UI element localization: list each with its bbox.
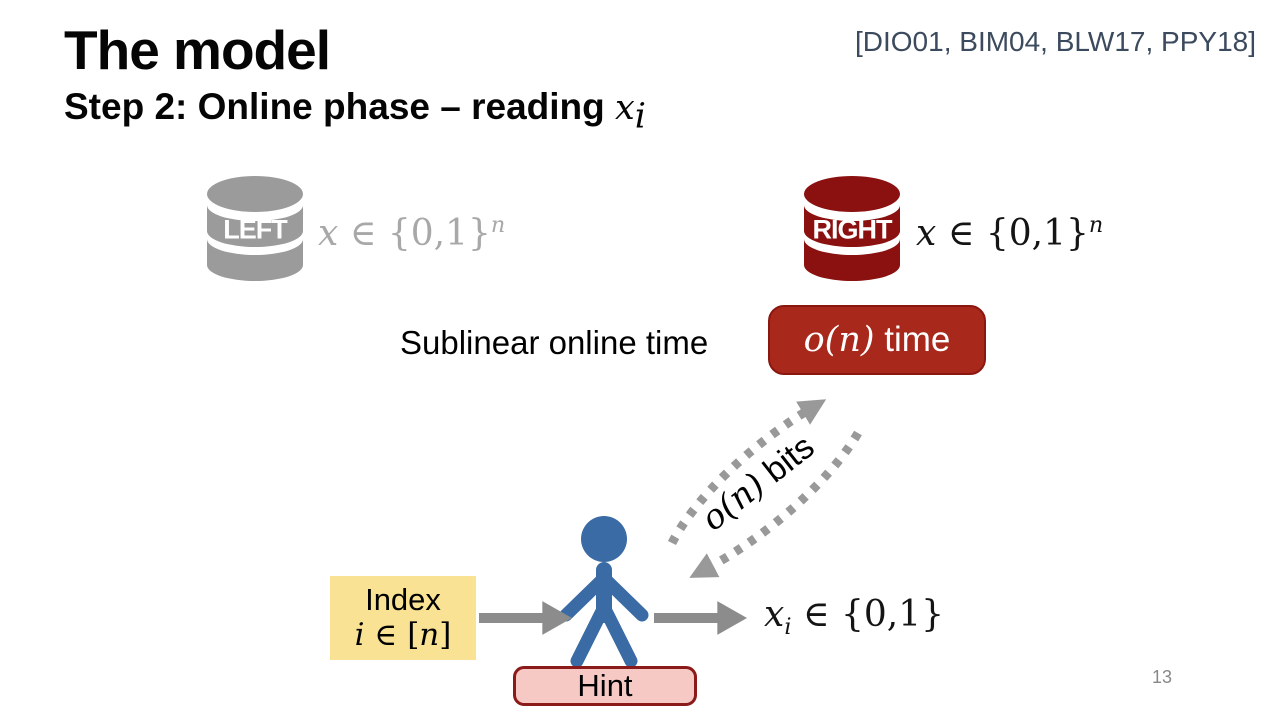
database-cylinder-icon <box>207 176 303 281</box>
page-title: The model <box>64 19 331 81</box>
right-db-value: x ∈ {0,1}n <box>916 212 1103 254</box>
dotted-double-arrow-icon <box>667 399 862 578</box>
subtitle-math-var: x <box>615 88 635 128</box>
output-set: ∈ {0,1} <box>791 594 945 635</box>
person-icon <box>559 516 649 666</box>
left-db-value: x ∈ {0,1}n <box>318 212 505 254</box>
output-var: x <box>764 594 785 635</box>
online-time-box: o(n) time <box>768 305 986 375</box>
left-db-math-exponent: n <box>490 212 506 238</box>
dotted-arrow-up <box>667 399 827 546</box>
left-db-math-set: ∈ {0,1} <box>338 213 491 254</box>
sublinear-caption: Sublinear online time <box>400 324 709 361</box>
page-subtitle: Step 2: Online phase – reading xi <box>64 86 646 136</box>
online-time-math: o(n) <box>803 320 875 360</box>
arrow-right-icon <box>479 601 573 635</box>
right-db-math-exponent: n <box>1088 212 1104 238</box>
arrow-right-icon <box>654 601 748 635</box>
left-db-math-var: x <box>318 213 339 254</box>
index-set-close: ] <box>439 617 452 653</box>
output-subscript: i <box>784 614 792 641</box>
hint-label: Hint <box>577 668 633 703</box>
page-number: 13 <box>1152 667 1173 687</box>
right-database-icon: RIGHT <box>802 174 902 288</box>
left-db-label: LEFT <box>223 214 287 245</box>
index-box-title: Index <box>365 582 441 618</box>
left-database-icon: LEFT <box>205 174 305 288</box>
index-set-open: ∈ [ <box>364 617 420 653</box>
index-box-math: i ∈ [n] <box>355 618 452 653</box>
citation-references: [DIO01, BIM04, BLW17, PPY18] <box>855 26 1256 57</box>
online-time-suffix: time <box>874 320 951 359</box>
dotted-arrow-down <box>689 430 862 578</box>
index-box: Index i ∈ [n] <box>330 576 476 660</box>
hint-box: Hint <box>513 666 697 706</box>
output-value: xi ∈ {0,1} <box>764 594 944 640</box>
right-db-math-set: ∈ {0,1} <box>936 213 1089 254</box>
index-n: n <box>419 617 440 653</box>
subtitle-math-subscript: i <box>634 96 646 137</box>
subtitle-text: Step 2: Online phase – reading <box>64 86 616 127</box>
right-db-math-var: x <box>916 213 937 254</box>
database-cylinder-icon <box>804 176 900 281</box>
right-db-label: RIGHT <box>812 214 893 245</box>
index-var: i <box>354 617 365 653</box>
